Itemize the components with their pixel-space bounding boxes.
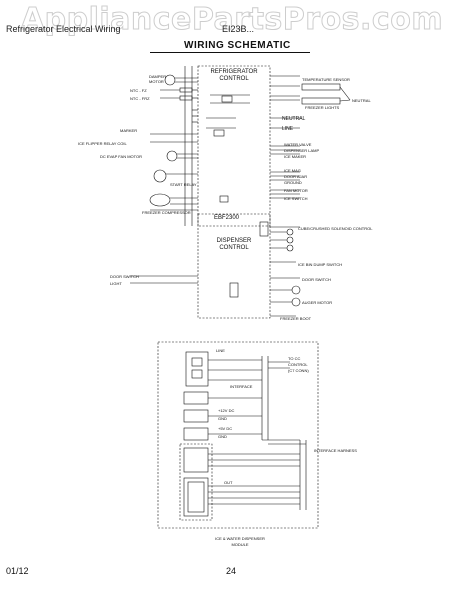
label-dispenser-lamp: DISPENSER LAMP bbox=[284, 148, 319, 153]
label-light: LIGHT bbox=[110, 281, 122, 286]
dispenser-control-title-1: DISPENSER bbox=[217, 238, 252, 244]
interface-box-2 bbox=[183, 391, 209, 405]
label-ice-mag: ICE MAG bbox=[284, 168, 301, 173]
label-neutral: NEUTRAL bbox=[282, 116, 306, 122]
label-interface-tag: INTERFACE bbox=[230, 384, 253, 389]
label-ntc1: NTC - FZ bbox=[130, 88, 147, 93]
lower-caption-1: ICE & WATER DISPENSER bbox=[215, 536, 265, 541]
label-door-ajar: DOOR AJAR bbox=[284, 174, 307, 179]
label-out: OUT bbox=[224, 480, 233, 485]
label-cube-crush: CUBE/CRUSHED SOLENOID CONTROL bbox=[298, 226, 373, 231]
label-temp-sensor: TEMPERATURE SENSOR bbox=[302, 77, 350, 82]
title-rule bbox=[150, 52, 310, 53]
refrigerator-control-title-1: REFRIGERATOR bbox=[210, 69, 258, 75]
label-ice-bin-dump: ICE BIN DUMP SWITCH bbox=[298, 262, 342, 267]
watermark: AppliancePartsPros.com bbox=[20, 2, 444, 38]
label-water-valve: WATER VALVE bbox=[284, 142, 312, 147]
label-dc-fan: DC EVAP FAN MOTOR bbox=[100, 154, 142, 159]
label-compressor: FREEZER COMPRESSOR bbox=[142, 210, 191, 215]
label-marker: MARKER bbox=[120, 128, 137, 133]
label-fan-motor: FAN MOTOR bbox=[284, 188, 308, 193]
interface-module bbox=[157, 341, 319, 529]
dispenser-relay-box-2 bbox=[229, 282, 239, 298]
label-line: LINE bbox=[282, 126, 294, 132]
page-number: 24 bbox=[226, 566, 237, 576]
interface-box-5 bbox=[183, 447, 209, 473]
dispenser-control-board bbox=[197, 213, 271, 319]
start-relay-symbol bbox=[153, 169, 167, 183]
refrigerator-control-board bbox=[197, 65, 271, 227]
label-to-connector-2: CONTROL bbox=[288, 362, 308, 367]
label-damper-1: DAMPER bbox=[149, 74, 166, 79]
lower-caption-2: MODULE bbox=[231, 542, 248, 547]
label-gnd2: GND bbox=[218, 434, 227, 439]
label-auger: AUGER MOTOR bbox=[302, 300, 332, 305]
label-gnd: GND bbox=[218, 416, 227, 421]
freezer-lights-box bbox=[301, 97, 341, 105]
label-ice-switch: ICE SWITCH bbox=[284, 196, 308, 201]
dispenser-relay-box bbox=[259, 221, 269, 237]
label-ice-maker: ICE MAKER bbox=[284, 154, 306, 159]
ebf-label: EBF2300 bbox=[214, 215, 240, 221]
label-freezer-lights: FREEZER LIGHTS bbox=[305, 105, 340, 110]
label-freezer-boot: FREEZER BOOT bbox=[280, 316, 312, 321]
page-title: WIRING SCHEMATIC bbox=[184, 40, 291, 51]
footer-date: 01/12 bbox=[6, 566, 29, 576]
label-to-connector-3: (C7 CONN) bbox=[288, 368, 309, 373]
dc-fan-motor-symbol bbox=[166, 150, 178, 162]
header-left: Refrigerator Electrical Wiring bbox=[6, 24, 121, 34]
label-line-lower: LINE bbox=[216, 348, 225, 353]
temperature-sensor-box bbox=[301, 83, 341, 91]
refrigerator-control-title-2: CONTROL bbox=[219, 76, 249, 82]
header-right: EI23B... bbox=[222, 24, 255, 34]
label-harness: INTERFACE HARNESS bbox=[314, 448, 357, 453]
label-door-switch: DOOR SWITCH bbox=[302, 277, 331, 282]
interface-box-4 bbox=[183, 427, 209, 441]
dispenser-control-title-2: CONTROL bbox=[219, 245, 249, 251]
interface-box-3 bbox=[183, 409, 209, 423]
label-heater: ICE FLIPPER RELAY COIL bbox=[78, 141, 128, 146]
label-to-connector-1: TO CC bbox=[288, 356, 300, 361]
label-neutral-main: NEUTRAL bbox=[352, 98, 371, 103]
label-12v: +12V DC bbox=[218, 408, 234, 413]
interface-box-1 bbox=[185, 351, 209, 387]
label-damper-2: MOTOR bbox=[149, 79, 164, 84]
damper-motor-symbol bbox=[164, 74, 176, 86]
label-start-relay: START RELAY bbox=[170, 182, 197, 187]
interface-box-6 bbox=[183, 477, 209, 517]
label-ntc2: NTC - FRZ bbox=[130, 96, 150, 101]
label-door-switch-left: DOOR SWITCH bbox=[110, 274, 139, 279]
label-ground: GROUND bbox=[284, 180, 302, 185]
compressor-symbol bbox=[149, 193, 171, 207]
label-5v: +5V DC bbox=[218, 426, 232, 431]
